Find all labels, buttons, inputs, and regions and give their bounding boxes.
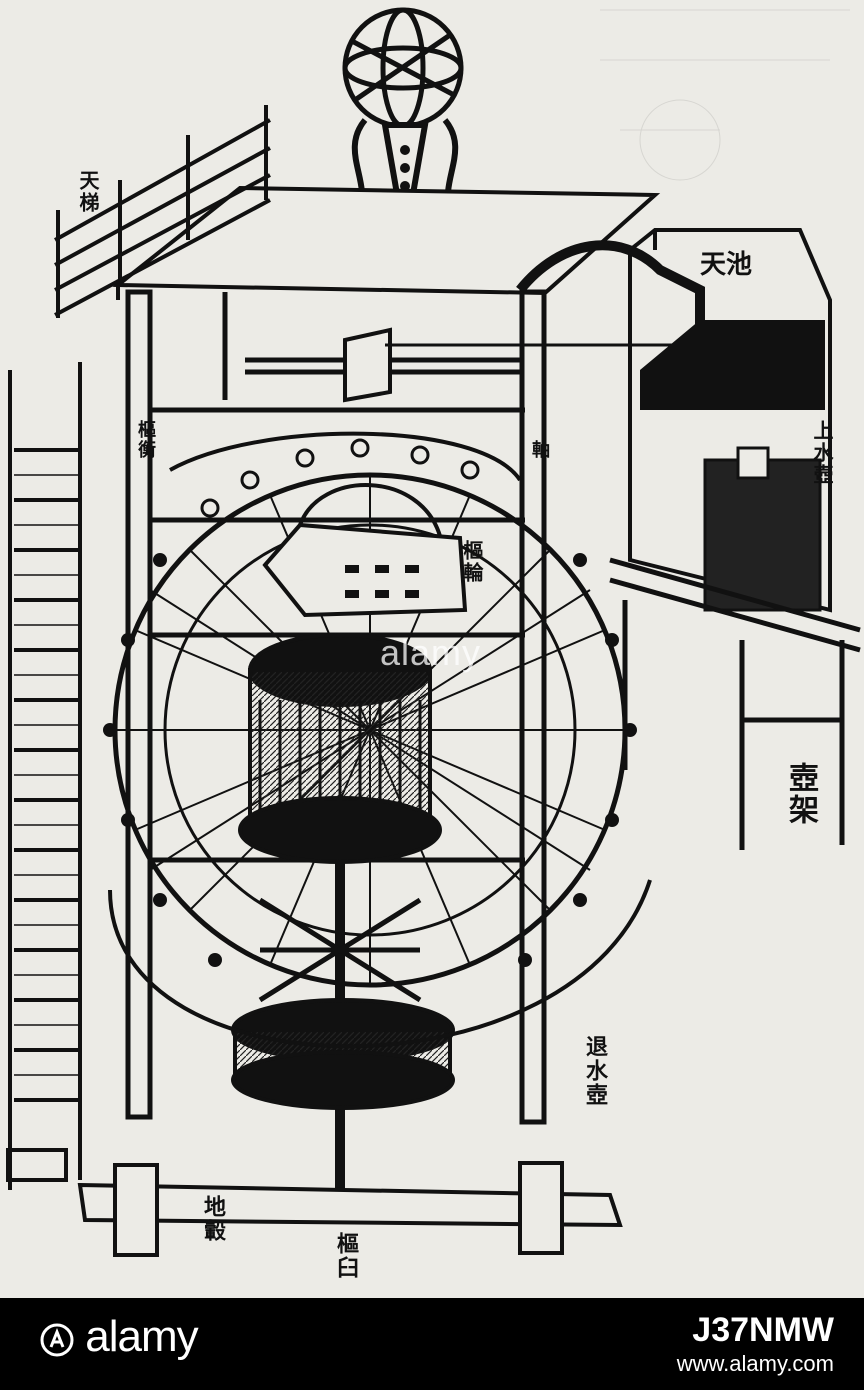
armillary-sphere xyxy=(342,7,464,129)
chain-drive xyxy=(169,431,522,518)
label-tianchi: 天池 xyxy=(700,250,753,280)
label-dixiao: 地轂 xyxy=(200,1195,226,1243)
image-meta: J37NMW www.alamy.com xyxy=(677,1310,834,1378)
label-shuqiao: 樞臼 xyxy=(333,1232,359,1280)
alamy-wordmark: alamy xyxy=(85,1312,198,1361)
alamy-logo: alamy xyxy=(40,1312,199,1362)
label-upper-left: 樞衡 xyxy=(135,420,156,460)
staircase xyxy=(6,362,82,1190)
central-drum xyxy=(238,633,442,864)
watermark: alamy xyxy=(380,632,482,673)
site-url[interactable]: www.alamy.com xyxy=(676,1351,834,1376)
alamy-a-icon xyxy=(40,1323,74,1357)
tank-stand xyxy=(609,557,861,850)
label-shangshuihu: 上水壺 xyxy=(810,420,834,486)
image-code: J37NMW xyxy=(692,1311,834,1349)
wheel-buckets xyxy=(103,553,637,967)
railing xyxy=(54,105,271,318)
stock-footer-bar: alamy J37NMW www.alamy.com xyxy=(0,1298,864,1390)
label-tianti: 天梯 xyxy=(76,170,100,214)
label-shulun: 樞輪 xyxy=(460,540,484,584)
astronomical-clock-tower-drawing xyxy=(6,7,861,1257)
label-tuishuihu: 退水壺 xyxy=(582,1035,608,1107)
label-zhilun: 軸 xyxy=(529,440,550,460)
woodcut-illustration: 天池 上水壺 壺架 退水壺 樞臼 地轂 天梯 樞輪 軸 樞衡 alamy xyxy=(0,0,864,1298)
base-beam xyxy=(77,1161,623,1257)
label-hujia: 壺架 xyxy=(783,762,818,826)
